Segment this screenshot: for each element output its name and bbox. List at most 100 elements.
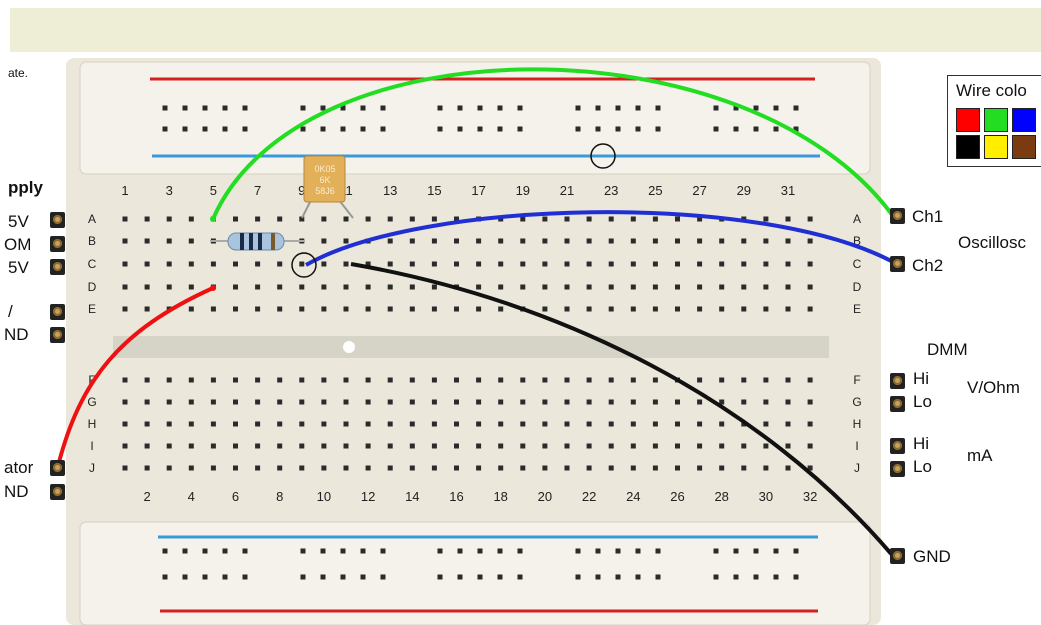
hole-bottom-3-17 xyxy=(498,443,504,449)
hole-bottom-2-17 xyxy=(498,421,504,427)
row-letter-left: H xyxy=(88,417,97,431)
hole-bottom-3-28 xyxy=(741,443,747,449)
dmm-a-hi-jack[interactable] xyxy=(890,438,905,454)
rail-hole-0-1-0-2 xyxy=(202,126,208,132)
rail-hole-1-0-0-4 xyxy=(242,548,248,554)
hole-bottom-2-13 xyxy=(409,421,415,427)
hole-bottom-1-6 xyxy=(255,399,261,405)
ps-label-gnd: ND xyxy=(4,325,29,344)
ps-label-neg: 5V xyxy=(8,258,29,277)
hole-bottom-2-12 xyxy=(387,421,393,427)
swatch-blue[interactable] xyxy=(1012,108,1036,132)
hole-bottom-0-16 xyxy=(476,377,482,383)
rail-hole-1-0-3-3 xyxy=(635,548,641,554)
hole-bottom-4-23 xyxy=(630,465,636,471)
wire-green[interactable] xyxy=(211,67,895,220)
rail-hole-1-1-4-2 xyxy=(753,574,759,580)
hole-bottom-2-2 xyxy=(166,421,172,427)
rail-hole-1-1-2-1 xyxy=(457,574,463,580)
rail-hole-0-0-0-2 xyxy=(202,105,208,111)
swatch-brown[interactable] xyxy=(1012,135,1036,159)
col-number-top: 31 xyxy=(781,183,795,198)
col-number-top: 23 xyxy=(604,183,618,198)
hole-bottom-4-4 xyxy=(210,465,216,471)
hole-bottom-3-12 xyxy=(387,443,393,449)
hole-bottom-0-3 xyxy=(188,377,194,383)
hole-bottom-4-15 xyxy=(454,465,459,471)
hole-bottom-2-6 xyxy=(255,421,261,427)
hole-top-4-7 xyxy=(277,306,283,312)
hole-bottom-3-16 xyxy=(476,443,482,449)
rail-hole-1-0-2-2 xyxy=(477,548,483,554)
hole-bottom-0-19 xyxy=(542,377,548,383)
col-number-bottom: 20 xyxy=(538,489,552,504)
swatch-green[interactable] xyxy=(984,108,1008,132)
row-letter-left: B xyxy=(88,234,96,248)
wire-black[interactable] xyxy=(350,262,895,558)
top-power-rail xyxy=(79,61,871,175)
dmm-v-lo-jack[interactable] xyxy=(890,396,905,412)
rail-hole-1-1-4-4 xyxy=(793,574,799,580)
wire-color-legend: Wire colo xyxy=(947,75,1041,167)
rail-hole-1-1-3-3 xyxy=(635,574,641,580)
rail-hole-0-0-1-3 xyxy=(360,105,366,111)
gnd-jack[interactable] xyxy=(890,548,905,564)
osc-ch2-jack[interactable] xyxy=(890,256,905,272)
hole-bottom-1-31 xyxy=(807,399,813,405)
swatch-red[interactable] xyxy=(956,108,980,132)
fg-jack-gnd[interactable] xyxy=(50,484,65,500)
rail-hole-1-0-1-0 xyxy=(300,548,306,554)
hole-top-3-21 xyxy=(586,284,592,290)
col-number-top: 3 xyxy=(166,183,173,198)
wire-blue[interactable] xyxy=(305,210,896,267)
col-number-bottom: 6 xyxy=(232,489,239,504)
rail-hole-1-1-3-2 xyxy=(615,574,621,580)
row-letter-left: G xyxy=(87,395,96,409)
hole-top-1-0 xyxy=(122,238,128,244)
hole-bottom-1-25 xyxy=(675,399,680,405)
col-number-top: 19 xyxy=(516,183,530,198)
swatch-yellow[interactable] xyxy=(984,135,1008,159)
hole-bottom-2-1 xyxy=(144,421,150,427)
hole-bottom-4-22 xyxy=(608,465,614,471)
rail-hole-0-0-2-4 xyxy=(517,105,523,111)
ps-jack-v[interactable] xyxy=(50,304,65,320)
ps-jack-gnd[interactable] xyxy=(50,327,65,343)
rail-hole-1-0-0-0 xyxy=(162,548,168,554)
rail-hole-0-1-4-3 xyxy=(773,126,779,132)
hole-bottom-4-31 xyxy=(807,465,813,471)
hole-top-4-26 xyxy=(697,306,703,312)
ps-jack-neg[interactable] xyxy=(50,259,65,275)
oscilloscope-title: Oscillosc xyxy=(958,233,1027,252)
hole-top-2-27 xyxy=(719,261,725,267)
hole-bottom-4-28 xyxy=(741,465,747,471)
hole-bottom-1-8 xyxy=(299,399,305,405)
hole-bottom-3-25 xyxy=(675,443,680,449)
hole-bottom-1-0 xyxy=(122,399,128,405)
hole-bottom-0-30 xyxy=(785,377,791,383)
hole-top-2-0 xyxy=(122,261,128,267)
rail-hole-0-0-2-3 xyxy=(497,105,503,111)
dmm-a-lo-jack[interactable] xyxy=(890,461,905,477)
rail-hole-1-1-0-0 xyxy=(162,574,168,580)
fg-jack-out[interactable] xyxy=(50,460,65,476)
rail-hole-0-0-3-4 xyxy=(655,105,661,111)
hole-bottom-1-3 xyxy=(188,399,194,405)
ps-jack-pos[interactable] xyxy=(50,212,65,228)
hole-top-0-9 xyxy=(321,216,327,222)
hole-top-2-16 xyxy=(476,261,482,267)
col-number-top: 1 xyxy=(121,183,128,198)
rail-hole-0-1-4-4 xyxy=(793,126,799,132)
hole-top-0-15 xyxy=(454,216,459,222)
hole-bottom-0-14 xyxy=(431,377,437,383)
hole-bottom-2-4 xyxy=(210,421,216,427)
swatch-black[interactable] xyxy=(956,135,980,159)
dmm-v-hi-jack[interactable] xyxy=(890,373,905,389)
resistor xyxy=(210,232,305,251)
osc-ch1-jack[interactable] xyxy=(890,208,905,224)
hole-top-0-11 xyxy=(365,216,371,222)
hole-top-2-9 xyxy=(321,261,327,267)
wire-red[interactable] xyxy=(56,286,214,467)
ps-jack-com[interactable] xyxy=(50,236,65,252)
